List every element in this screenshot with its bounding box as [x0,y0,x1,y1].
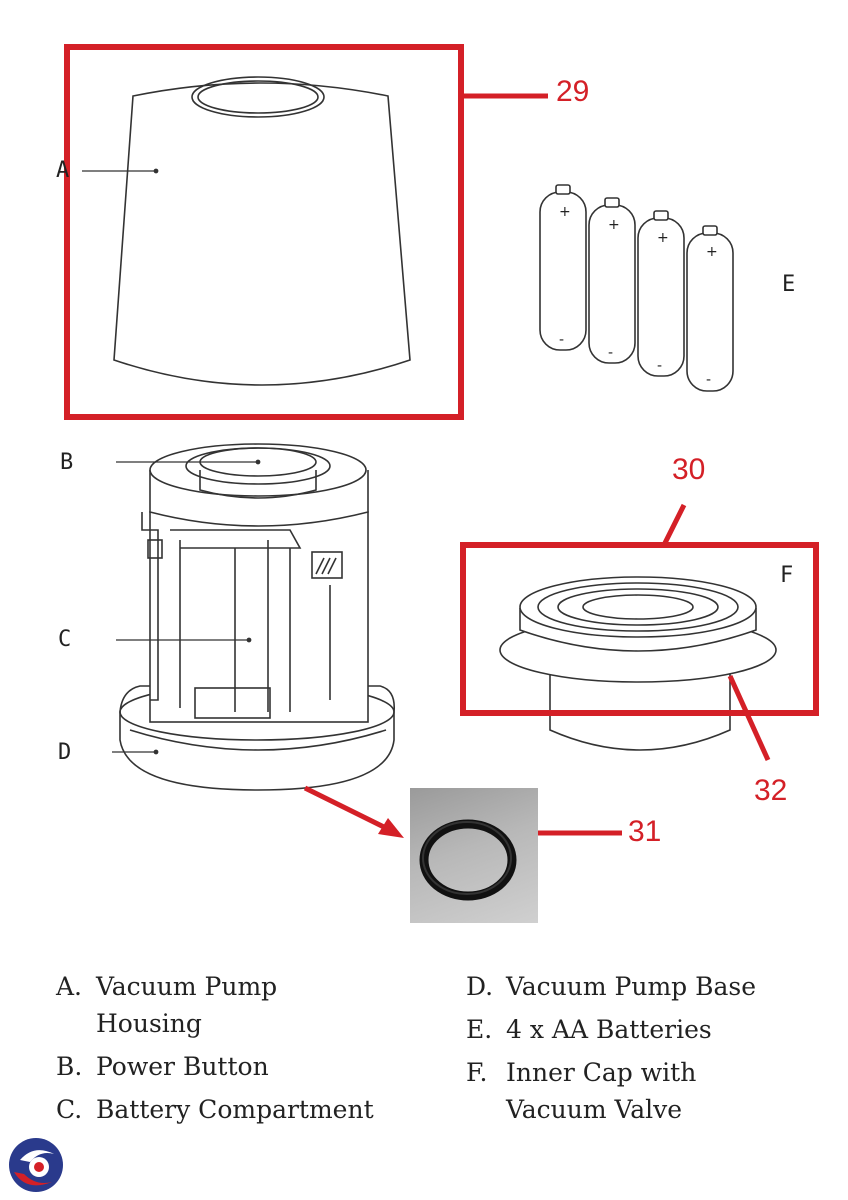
legend-item-c: C. Battery Compartment [56,1091,374,1128]
callout-31: 31 [628,815,662,848]
red-highlights [64,44,819,838]
inner-cap [499,576,777,751]
legend-item-f: F. Inner Cap with Vacuum Valve [466,1054,756,1128]
highlight-box-30 [460,542,819,716]
svg-text:+: + [706,244,718,260]
label-d: D [58,740,72,765]
svg-text:-: - [657,358,662,374]
legend-right: D. Vacuum Pump Base E. 4 x AA Batteries … [466,968,756,1128]
label-f: F [780,563,794,588]
legend-item-b: B. Power Button [56,1048,374,1085]
o-ring-photo [410,788,538,923]
legend-letter: B. [56,1052,83,1081]
callout-29: 29 [556,75,590,108]
svg-text:-: - [559,332,564,348]
legend-text: Power Button [96,1052,269,1081]
vacuum-pump-housing [82,76,411,386]
label-a: A [56,158,70,183]
legend-left: A. Vacuum Pump Housing B. Power Button C… [56,968,374,1128]
legend-letter: A. [56,972,83,1001]
legend-letter: C. [56,1095,83,1124]
legend-text: 4 x AA Batteries [506,1015,712,1044]
svg-text:-: - [706,372,711,388]
legend-letter: D. [466,972,494,1001]
legend-letter: E. [466,1015,493,1044]
legend-text: Vacuum Pump Housing [96,972,278,1038]
callout-32: 32 [754,774,788,807]
legend-letter: F. [466,1058,488,1087]
callout-30: 30 [672,453,706,486]
highlight-box-29 [64,44,464,420]
label-b: B [60,450,74,475]
legend-text: Vacuum Pump Base [506,972,756,1001]
legend-item-e: E. 4 x AA Batteries [466,1011,756,1048]
label-e: E [782,272,796,297]
svg-text:-: - [608,345,613,361]
legend-item-d: D. Vacuum Pump Base [466,968,756,1005]
label-c: C [58,627,72,652]
pump-body [112,443,396,791]
legend-item-a: A. Vacuum Pump Housing [56,968,374,1042]
legend-text: Battery Compartment [96,1095,374,1124]
circular-logo-icon [9,1138,63,1192]
svg-text:+: + [657,230,669,246]
svg-text:+: + [559,204,571,220]
batteries [539,184,734,392]
legend-text: Inner Cap with Vacuum Valve [506,1058,697,1124]
svg-text:+: + [608,217,620,233]
